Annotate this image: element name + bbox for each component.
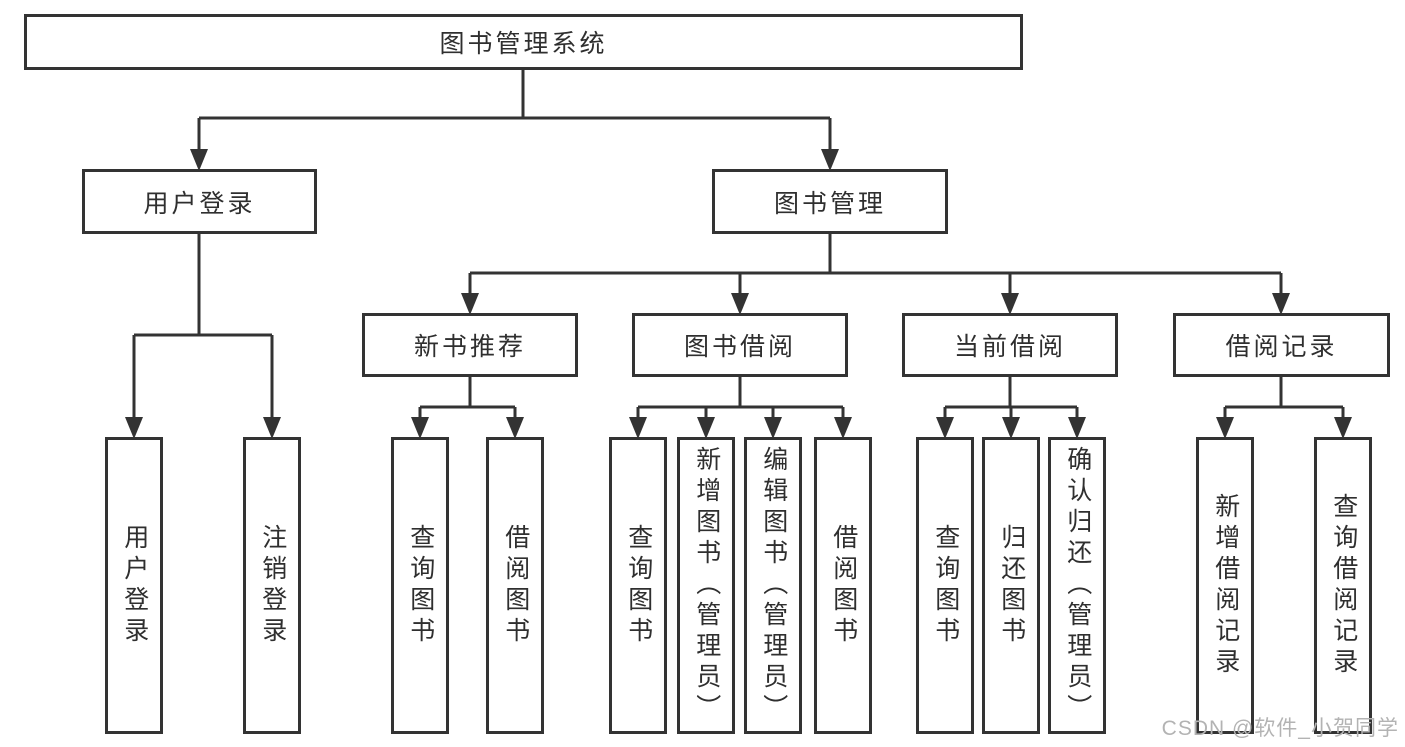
leaf-query-books-2-label: 查询图书 — [624, 523, 653, 648]
node-user-login-label: 用户登录 — [143, 189, 256, 218]
arrow-down-icon — [1272, 293, 1290, 315]
leaf-borrow-books-1: 借阅图书 — [486, 437, 544, 734]
leaf-return-book: 归还图书 — [982, 437, 1040, 734]
arrow-down-icon — [731, 293, 749, 315]
arrow-down-icon — [506, 417, 524, 439]
arrow-down-icon — [461, 293, 479, 315]
connector-new-book-rec-to-leaves — [418, 377, 517, 425]
leaf-edit-book-admin: 编辑图书（管理员） — [744, 437, 802, 734]
leaf-query-books-1-label: 查询图书 — [406, 523, 435, 648]
arrow-down-icon — [190, 149, 208, 171]
connector-book-borrow-to-leaves — [636, 377, 845, 425]
leaf-query-books-3: 查询图书 — [916, 437, 974, 734]
node-book-management: 图书管理 — [712, 169, 948, 234]
arrow-down-icon — [411, 417, 429, 439]
leaf-query-borrow-record: 查询借阅记录 — [1314, 437, 1372, 734]
arrow-down-icon — [1068, 417, 1086, 439]
leaf-user-login-label: 用户登录 — [120, 523, 149, 648]
leaf-logout: 注销登录 — [243, 437, 301, 734]
node-current-borrow-label: 当前借阅 — [953, 333, 1066, 361]
connector-borrow-records-to-leaves — [1223, 377, 1345, 425]
leaf-borrow-books-2-label: 借阅图书 — [829, 523, 858, 648]
leaf-query-books-1: 查询图书 — [391, 437, 449, 734]
arrow-down-icon — [1001, 293, 1019, 315]
node-root-label: 图书管理系统 — [439, 30, 608, 58]
leaf-add-book-admin-label: 新增图书（管理员） — [692, 446, 721, 725]
node-user-login: 用户登录 — [82, 169, 317, 234]
connector-book-mgmt-to-level2 — [468, 234, 1283, 300]
leaf-add-borrow-record: 新增借阅记录 — [1196, 437, 1254, 734]
leaf-borrow-books-1-label: 借阅图书 — [501, 523, 530, 648]
connector-current-borrow-to-leaves — [943, 377, 1079, 425]
leaf-add-borrow-record-label: 新增借阅记录 — [1211, 492, 1240, 679]
arrow-down-icon — [697, 417, 715, 439]
leaf-confirm-return-admin-label: 确认归还（管理员） — [1063, 446, 1092, 725]
arrow-down-icon — [125, 417, 143, 439]
connector-root-to-level1 — [197, 70, 832, 155]
arrow-down-icon — [936, 417, 954, 439]
node-new-book-recommend: 新书推荐 — [362, 313, 578, 377]
arrow-down-icon — [1334, 417, 1352, 439]
leaf-borrow-books-2: 借阅图书 — [814, 437, 872, 734]
node-root: 图书管理系统 — [24, 14, 1023, 70]
leaf-edit-book-admin-label: 编辑图书（管理员） — [759, 446, 788, 725]
leaf-user-login: 用户登录 — [105, 437, 163, 734]
node-book-management-label: 图书管理 — [773, 189, 886, 218]
leaf-confirm-return-admin: 确认归还（管理员） — [1048, 437, 1106, 734]
arrowhead-icons — [125, 149, 1352, 439]
arrow-down-icon — [834, 417, 852, 439]
leaf-query-borrow-record-label: 查询借阅记录 — [1329, 492, 1358, 679]
node-current-borrow: 当前借阅 — [902, 313, 1118, 377]
arrow-down-icon — [764, 417, 782, 439]
node-book-borrow-label: 图书借阅 — [683, 333, 796, 361]
connector-user-login-to-leaves — [132, 234, 274, 425]
arrow-down-icon — [263, 417, 281, 439]
csdn-watermark: CSDN @软件_小贺同学 — [1161, 717, 1399, 740]
leaf-add-book-admin: 新增图书（管理员） — [677, 437, 735, 734]
arrow-down-icon — [821, 149, 839, 171]
node-book-borrow: 图书借阅 — [632, 313, 848, 377]
node-borrow-records-label: 借阅记录 — [1225, 333, 1338, 361]
node-new-book-recommend-label: 新书推荐 — [413, 333, 526, 361]
arrow-down-icon — [1216, 417, 1234, 439]
node-borrow-records: 借阅记录 — [1173, 313, 1390, 377]
leaf-query-books-3-label: 查询图书 — [931, 523, 960, 648]
arrow-down-icon — [629, 417, 647, 439]
leaf-query-books-2: 查询图书 — [609, 437, 667, 734]
leaf-return-book-label: 归还图书 — [997, 523, 1026, 648]
leaf-logout-label: 注销登录 — [258, 523, 287, 648]
arrow-down-icon — [1002, 417, 1020, 439]
